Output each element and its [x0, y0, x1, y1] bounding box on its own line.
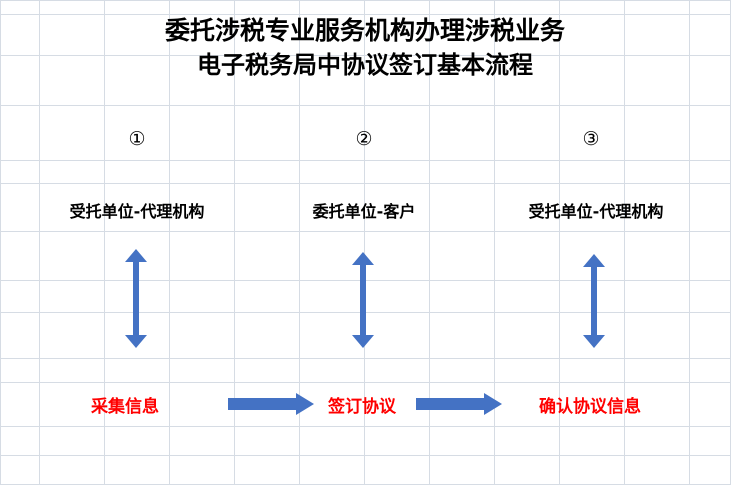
right-arrow-2	[416, 393, 502, 415]
gridline-vertical	[0, 0, 1, 485]
gridline-vertical	[299, 0, 300, 485]
arrow-shaft	[228, 398, 296, 410]
step-action-2: 签订协议	[328, 397, 396, 417]
gridline-horizontal	[0, 382, 731, 383]
gridline-horizontal	[0, 231, 731, 232]
arrow-head-up	[125, 249, 147, 262]
title-line-2: 电子税务局中协议签订基本流程	[197, 51, 533, 79]
gridline-horizontal	[0, 55, 731, 56]
arrow-head-up	[583, 254, 605, 267]
arrow-head-right	[484, 393, 502, 415]
arrow-shaft	[591, 267, 597, 335]
gridline-vertical	[429, 0, 430, 485]
gridline-vertical	[234, 0, 235, 485]
gridline-horizontal	[0, 14, 731, 15]
arrow-head-up	[352, 252, 374, 265]
gridline-vertical	[39, 0, 40, 485]
gridline-vertical	[689, 0, 690, 485]
arrow-head-down	[352, 335, 374, 348]
gridline-vertical	[559, 0, 560, 485]
gridline-horizontal	[0, 426, 731, 427]
diagram-title: 委托涉税专业服务机构办理涉税业务 电子税务局中协议签订基本流程	[40, 14, 690, 82]
role-label-2: 委托单位-客户	[312, 202, 416, 221]
arrow-head-down	[125, 335, 147, 348]
gridline-horizontal	[0, 455, 731, 456]
gridline-horizontal	[0, 183, 731, 184]
double-headed-vertical-arrow-2	[352, 252, 374, 348]
role-label-1: 受托单位-代理机构	[69, 202, 205, 221]
right-arrow-1	[228, 393, 314, 415]
arrow-shaft	[416, 398, 484, 410]
step-number-1: ①	[128, 128, 146, 150]
step-action-3: 确认协议信息	[539, 397, 641, 417]
gridline-vertical	[169, 0, 170, 485]
arrow-shaft	[360, 265, 366, 335]
gridline-vertical	[364, 0, 365, 485]
arrow-head-down	[583, 335, 605, 348]
step-number-3: ③	[582, 128, 600, 150]
double-headed-vertical-arrow-3	[583, 254, 605, 348]
step-action-1: 采集信息	[91, 397, 159, 417]
step-number-2: ②	[355, 128, 373, 150]
arrow-shaft	[133, 262, 139, 335]
title-line-1: 委托涉税专业服务机构办理涉税业务	[164, 16, 565, 45]
gridline-vertical	[104, 0, 105, 485]
gridline-vertical	[494, 0, 495, 485]
gridline-horizontal	[0, 105, 731, 106]
gridline-vertical	[624, 0, 625, 485]
gridline-horizontal	[0, 160, 731, 161]
gridline-horizontal	[0, 358, 731, 359]
double-headed-vertical-arrow-1	[125, 249, 147, 348]
role-label-3: 受托单位-代理机构	[528, 202, 664, 221]
gridline-horizontal	[0, 0, 731, 1]
arrow-head-right	[296, 393, 314, 415]
